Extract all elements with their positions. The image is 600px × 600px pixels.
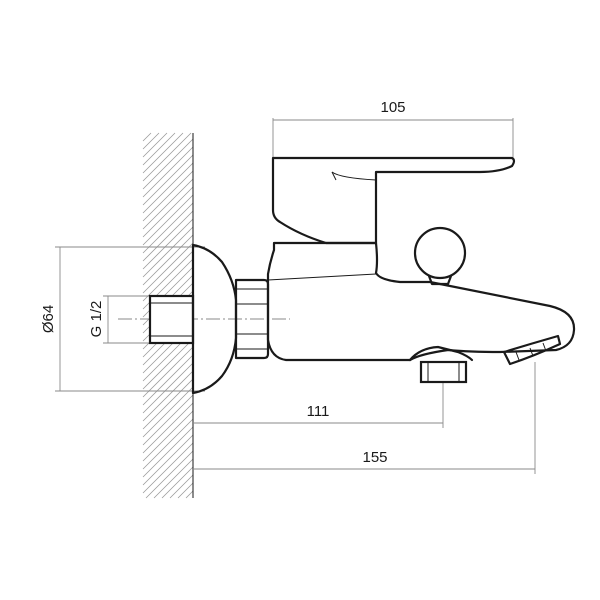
wall-hatch-line	[142, 138, 194, 190]
wall-hatch-line	[142, 426, 194, 478]
wall-hatch-line	[142, 354, 194, 406]
wall-hatch-line	[142, 418, 194, 470]
mixer-body-spout	[266, 241, 576, 362]
aerator	[502, 334, 562, 366]
dimension-label-diameter: Ø64	[40, 305, 57, 333]
wall-hatch-line	[142, 132, 168, 158]
wall-hatch-line	[161, 466, 194, 499]
wall-hatch-line	[142, 362, 194, 414]
wall-hatch-line	[153, 458, 194, 499]
wall-hatch-line	[177, 482, 194, 499]
hex-nut-connector	[234, 278, 270, 360]
wall-hatch-line	[142, 218, 194, 270]
dimension-thread-size: G 1/2	[88, 295, 150, 344]
wall-hatch-line	[145, 450, 194, 499]
wall-hatch-line	[142, 170, 194, 222]
wall-hatch-line	[142, 378, 194, 430]
wall-hatch-line	[142, 132, 192, 182]
dimension-label-111: 111	[307, 403, 330, 420]
wall-hatch-line	[142, 250, 194, 302]
inlet-pipe	[148, 294, 195, 345]
wall-hatch-line	[142, 154, 194, 206]
wall-hatch-line	[142, 194, 194, 246]
wall-hatch-line	[169, 474, 194, 499]
wall-hatch-line	[142, 132, 160, 150]
wall-hatch-line	[142, 346, 194, 398]
wall-hatch-line	[142, 370, 194, 422]
wall-hatch-line	[142, 210, 194, 262]
wall-hatch-line	[142, 410, 194, 462]
wall-hatch-line	[185, 490, 194, 499]
dimension-projection-155: 155	[193, 362, 536, 474]
wall-hatch-line	[142, 226, 194, 278]
diverter-knob[interactable]	[413, 226, 467, 286]
dimension-label-155: 155	[362, 449, 387, 466]
wall-hatch-line	[142, 402, 194, 454]
lever-handle[interactable]	[271, 156, 516, 245]
wall-hatch-line	[142, 146, 194, 198]
wall-hatch-line	[142, 434, 194, 486]
wall-hatch-line	[142, 178, 194, 230]
wall-hatch-line	[142, 162, 194, 214]
dimension-label-thread: G 1/2	[88, 301, 105, 338]
wall-hatch-line	[142, 386, 194, 438]
wall-hatch-line	[142, 132, 152, 142]
dimension-projection-111: 111	[193, 383, 444, 428]
wall-hatch-line	[142, 132, 184, 174]
wall-hatch-line	[142, 202, 194, 254]
dimension-escutcheon-diameter: Ø64	[40, 246, 205, 392]
wall-hatch-line	[142, 132, 176, 166]
wall-hatch-line	[142, 186, 194, 238]
wall-hatch-line	[142, 394, 194, 446]
wall-hatch-line	[142, 242, 194, 294]
wall-hatch-line	[142, 338, 194, 390]
wall-hatch-line	[142, 234, 194, 286]
shower-outlet	[408, 345, 474, 384]
body-seam-line	[267, 273, 377, 281]
dimension-label-105: 105	[380, 99, 405, 116]
dimension-handle-length: 105	[272, 99, 514, 158]
wall-hatch-line	[142, 442, 194, 494]
